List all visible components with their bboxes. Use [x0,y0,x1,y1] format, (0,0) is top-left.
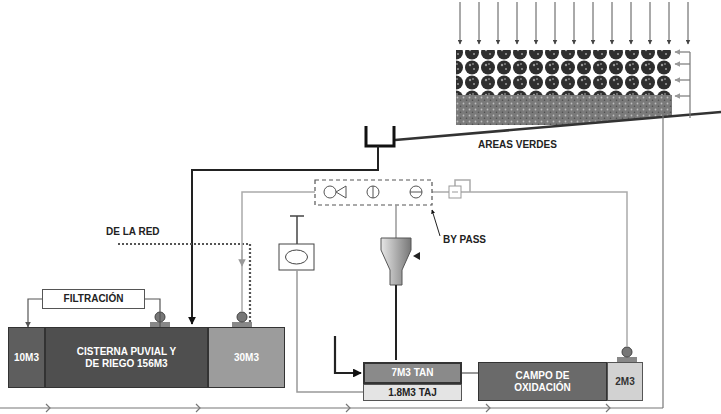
tank-box: 2M3 [607,362,643,401]
area-label: AREAS VERDES [478,139,557,150]
filter-unit [279,244,314,270]
roof-slab [395,112,721,140]
pipe-connector [145,299,160,327]
pump-symbol [617,347,637,362]
node-text: 30M3 [234,352,259,364]
gutter [366,126,394,146]
node-text: CAMPO DE OXIDACIÓN [501,370,585,393]
bypass-box [315,180,432,205]
node-text: 7M3 TAN [391,367,433,379]
irrigation-line [663,52,690,408]
node-text: CISTERNA PUVIAL Y DE RIEGO 156M3 [72,346,182,369]
pump-symbol [232,312,252,327]
tank-box: 10M3 [8,327,45,388]
network-supply [118,244,250,324]
valve-symbol [449,186,461,198]
bypass-symbols [324,186,422,198]
callout-label: BY PASS [443,234,486,245]
node-text: 2M3 [615,376,634,388]
feed-pipe [335,336,361,373]
rain-arrows [460,2,688,44]
supply-line [297,270,363,392]
tank-box: 30M3 [208,327,285,388]
node-text: FILTRACIÓN [64,293,124,305]
pipe-connector [28,299,42,327]
green-roof-plants [456,50,672,95]
tank-box: 1.8M3 TAJ [363,384,462,401]
cistern-box: CISTERNA PUVIAL Y DE RIEGO 156M3 [45,327,208,388]
process-box: FILTRACIÓN [42,289,145,309]
tank-box: 7M3 TAN [363,362,462,384]
pipe-connector [462,372,478,373]
source-label: DE LA RED [106,226,160,237]
tee-symbol [290,216,304,244]
supply-line [242,180,627,347]
return-line [0,404,663,412]
sand-filter [381,238,411,285]
rainwater-pipe [192,146,378,324]
node-text: 1.8M3 TAJ [388,387,437,399]
leader-line [432,210,440,236]
node-text: 10M3 [14,352,39,364]
feed-pipe [395,285,397,360]
process-box: CAMPO DE OXIDACIÓN [478,362,607,401]
